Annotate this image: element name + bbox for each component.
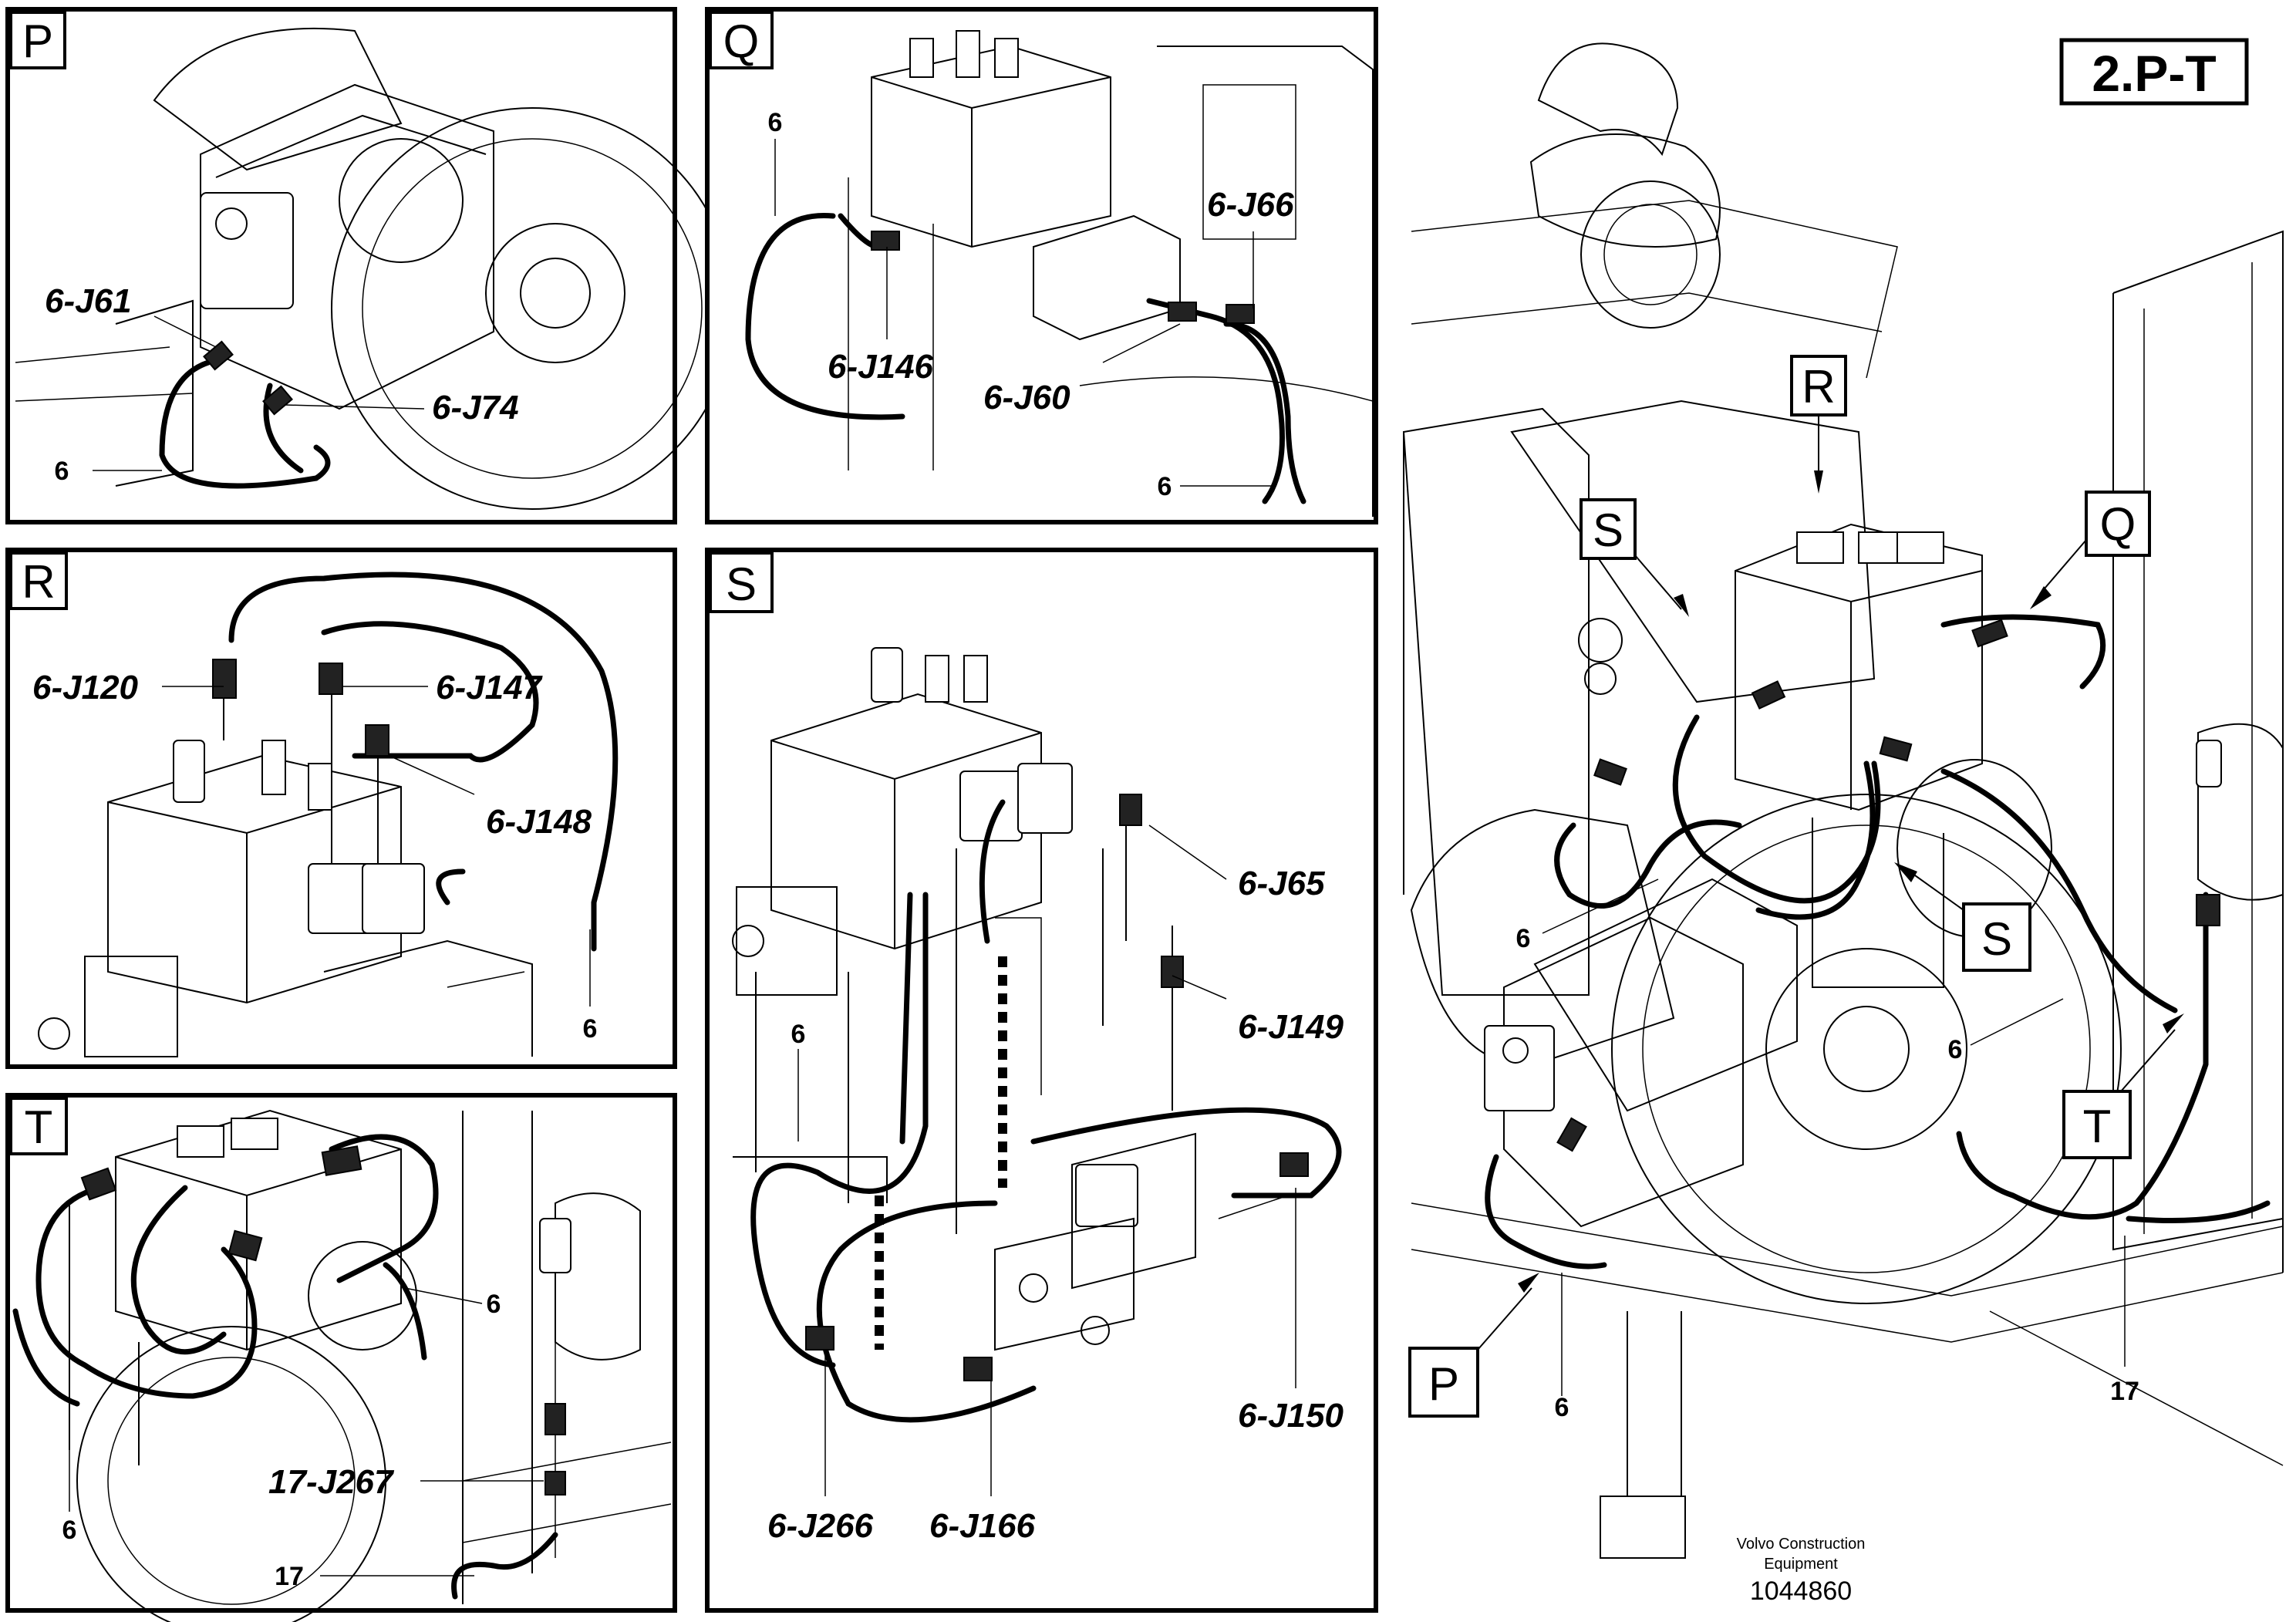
callout-S-bottom: S (1894, 862, 2031, 972)
panel-T-linework (12, 1109, 672, 1622)
panel-T-label-harness-17: 17 (275, 1562, 304, 1591)
callout-S-top: S (1580, 498, 1689, 617)
panel-R-label-j120: 6-J120 (32, 669, 139, 706)
panel-S-label-j266: 6-J266 (767, 1507, 874, 1545)
panel-P-linework (15, 27, 733, 510)
callout-R-letter: R (1802, 361, 1835, 413)
panel-S-letter: S (726, 558, 757, 610)
overview-harness-bottom-label: 6 (1555, 1393, 1569, 1422)
panel-R-linework (38, 572, 619, 1057)
panel-T: T (5, 1093, 677, 1622)
footer-company-line2: Equipment (1764, 1556, 1838, 1573)
overview-harness-17-label: 17 (2110, 1377, 2139, 1406)
panel-Q-label-harness-top: 6 (768, 108, 783, 137)
panel-R-letter: R (22, 556, 55, 608)
callout-S-bottom-letter: S (1981, 913, 2012, 965)
panel-P-label-harness: 6 (55, 457, 69, 486)
panel-T-letter: T (25, 1101, 53, 1153)
panel-Q: Q 6 6-J66 6-J146 6-J6 (705, 7, 1378, 524)
panel-T-label-harness-left: 6 (62, 1516, 77, 1545)
panel-S-linework (732, 647, 1342, 1423)
engine-linework (1402, 42, 2284, 1559)
callout-Q-letter: Q (2100, 498, 2136, 550)
panel-S-label-j149: 6-J149 (1238, 1008, 1344, 1046)
panel-P: P 6-J61 6-J74 6 (5, 7, 733, 524)
panel-R: R 6-J120 6-J147 (5, 548, 677, 1069)
panel-Q-letter: Q (723, 15, 760, 67)
panel-R-label-j147: 6-J147 (436, 669, 544, 706)
callout-T-letter: T (2083, 1101, 2112, 1152)
sheet-title-box: 2.P-T (2059, 38, 2249, 106)
panel-Q-label-j60: 6-J60 (983, 379, 1070, 416)
overview-harness-right-label: 6 (1948, 1035, 1963, 1064)
footer-doc-number: 1044860 (1750, 1576, 1852, 1606)
panel-S-label-j65: 6-J65 (1238, 865, 1325, 902)
panel-P-label-j61: 6-J61 (45, 282, 132, 320)
panel-Q-linework (745, 30, 1374, 517)
panel-S-label-harness: 6 (791, 1020, 806, 1049)
overview-harness-left-label: 6 (1516, 924, 1531, 953)
callout-P: P (1408, 1273, 1539, 1418)
panel-T-label-harness-right: 6 (487, 1290, 501, 1319)
panel-Q-label-harness-bottom: 6 (1158, 472, 1172, 501)
callout-R: R (1790, 355, 1847, 494)
panel-R-label-harness: 6 (583, 1014, 598, 1044)
panel-R-label-j148: 6-J148 (486, 803, 592, 841)
callout-T: T (2062, 1013, 2184, 1159)
panel-Q-label-j146: 6-J146 (828, 348, 934, 386)
callout-Q: Q (2030, 491, 2151, 609)
panel-Q-label-j66: 6-J66 (1207, 186, 1294, 224)
panel-S-label-j150: 6-J150 (1238, 1397, 1344, 1435)
panel-S-label-j166: 6-J166 (929, 1507, 1036, 1545)
panel-P-letter: P (22, 15, 53, 67)
overview-illustration: 2.P-T (1402, 38, 2284, 1606)
footer-company-line1: Volvo Construction (1737, 1536, 1866, 1553)
panel-S: S (705, 548, 1378, 1613)
callout-P-letter: P (1428, 1358, 1459, 1410)
sheet-title: 2.P-T (2092, 45, 2216, 102)
panel-P-label-j74: 6-J74 (432, 389, 519, 427)
panel-T-label-j267: 17-J267 (268, 1463, 395, 1501)
callout-S-top-letter: S (1593, 504, 1623, 556)
